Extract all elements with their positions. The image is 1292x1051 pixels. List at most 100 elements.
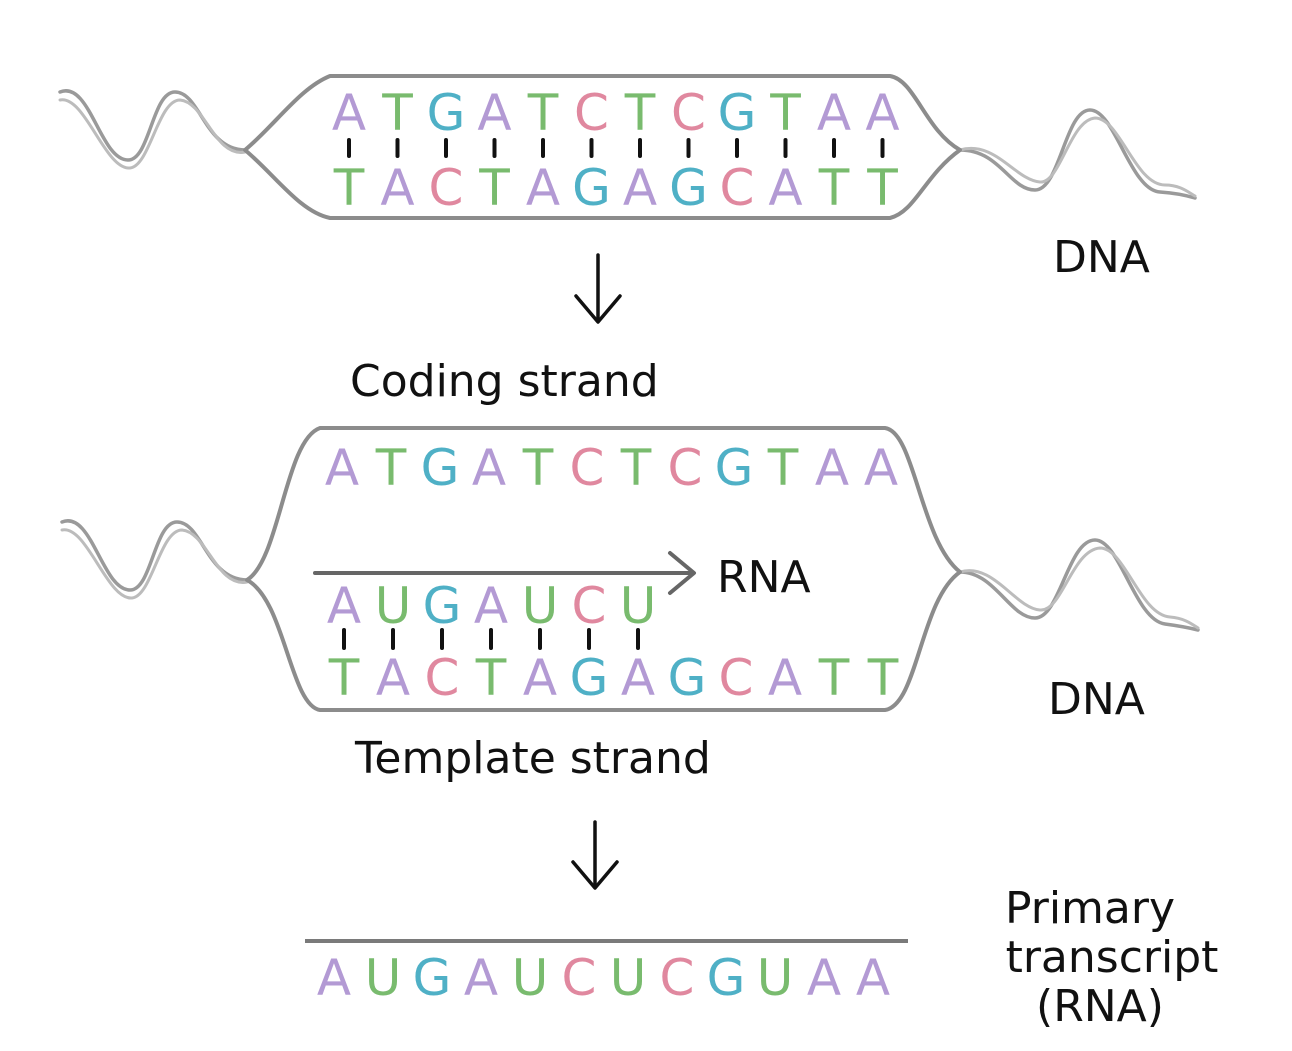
rna-label: RNA [717,552,811,603]
top-coding-base: A [332,84,366,142]
middle-template-base: T [328,649,360,707]
middle-template-base: A [376,649,410,707]
rna-growth-arrow [313,551,696,595]
template-strand-label: Template strand [354,733,711,784]
transcript-base: G [707,949,746,1007]
middle-left-helix-strand-1 [60,519,249,592]
middle-template-base: A [523,649,557,707]
top-coding-base: C [574,84,609,142]
transcript-base: U [757,949,794,1007]
top-coding-base: T [624,84,656,142]
top-template-base: C [720,159,755,217]
top-coding-base: C [671,84,706,142]
middle-template-base: C [719,649,754,707]
transcript-base: U [610,949,647,1007]
transcript-base: U [365,949,402,1007]
top-dna-bubble-outline [243,74,962,220]
rna-base: U [620,577,657,635]
transcript-base: C [660,949,695,1007]
middle-coding-base: A [864,439,898,497]
middle-template-base: G [570,649,609,707]
top-coding-base: A [477,84,511,142]
middle-template-base: T [475,649,507,707]
top-coding-base: A [817,84,851,142]
down-arrow-1 [574,253,622,324]
middle-coding-base: G [421,439,460,497]
top-right-helix-strand-1 [958,108,1197,200]
middle-template-base: A [768,649,802,707]
top-right-helix-strand-2 [958,116,1197,198]
transcript-base: A [807,949,841,1007]
top-template-base: C [429,159,464,217]
middle-template-base: T [818,649,850,707]
middle-coding-base: C [570,439,605,497]
top-template-base: G [669,159,708,217]
top-template-base: T [478,159,510,217]
top-coding-base: T [527,84,559,142]
top-template-base: A [526,159,560,217]
rna-base: A [327,577,361,635]
primary-transcript-label: Primary transcript (RNA) [1005,883,1218,1032]
transcript-label-line-1: Primary [1005,883,1175,934]
middle-coding-base: T [522,439,554,497]
rna-base: U [375,577,412,635]
rna-base: A [474,577,508,635]
middle-template-base: T [867,649,899,707]
top-dna-label: DNA [1053,232,1150,283]
middle-dna-label: DNA [1048,674,1145,725]
middle-coding-base: T [620,439,652,497]
middle-coding-base: A [325,439,359,497]
middle-coding-base: G [715,439,754,497]
transcript-base: A [317,949,351,1007]
coding-strand-label: Coding strand [350,356,659,407]
transcript-base: C [562,949,597,1007]
middle-right-helix-strand-2 [958,546,1200,630]
rna-base: U [522,577,559,635]
rna-dna-base-pair-bonds [342,628,640,650]
top-coding-base: G [718,84,757,142]
middle-right-helix-strand-1 [958,538,1200,632]
transcript-label-line-2: transcript [1006,932,1219,983]
top-template-base: A [768,159,802,217]
rna-base: G [423,577,462,635]
top-template-base: T [818,159,850,217]
top-coding-base: G [427,84,466,142]
top-template-base: T [333,159,365,217]
top-template-base: A [380,159,414,217]
middle-template-base: A [621,649,655,707]
top-template-base: G [572,159,611,217]
top-base-pair-bonds [347,138,885,158]
middle-left-helix-strand-2 [60,528,249,600]
middle-coding-base: A [472,439,506,497]
middle-coding-base: T [767,439,799,497]
top-coding-base: T [381,84,413,142]
transcript-base: A [464,949,498,1007]
middle-coding-base: T [375,439,407,497]
transcript-base: G [413,949,452,1007]
middle-dna-bubble-outline [245,426,962,712]
middle-coding-base: C [668,439,703,497]
top-left-helix-strand-1 [58,89,247,162]
top-template-base: A [623,159,657,217]
middle-template-base: G [668,649,707,707]
transcript-base: U [512,949,549,1007]
down-arrow-2 [571,820,619,890]
rna-base: C [572,577,607,635]
top-template-base: T [866,159,898,217]
middle-template-base: C [425,649,460,707]
middle-coding-base: A [815,439,849,497]
top-left-helix-strand-2 [58,98,247,170]
top-coding-base: A [865,84,899,142]
top-coding-base: T [769,84,801,142]
transcript-label-line-3: (RNA) [1036,981,1164,1032]
transcript-base: A [856,949,890,1007]
